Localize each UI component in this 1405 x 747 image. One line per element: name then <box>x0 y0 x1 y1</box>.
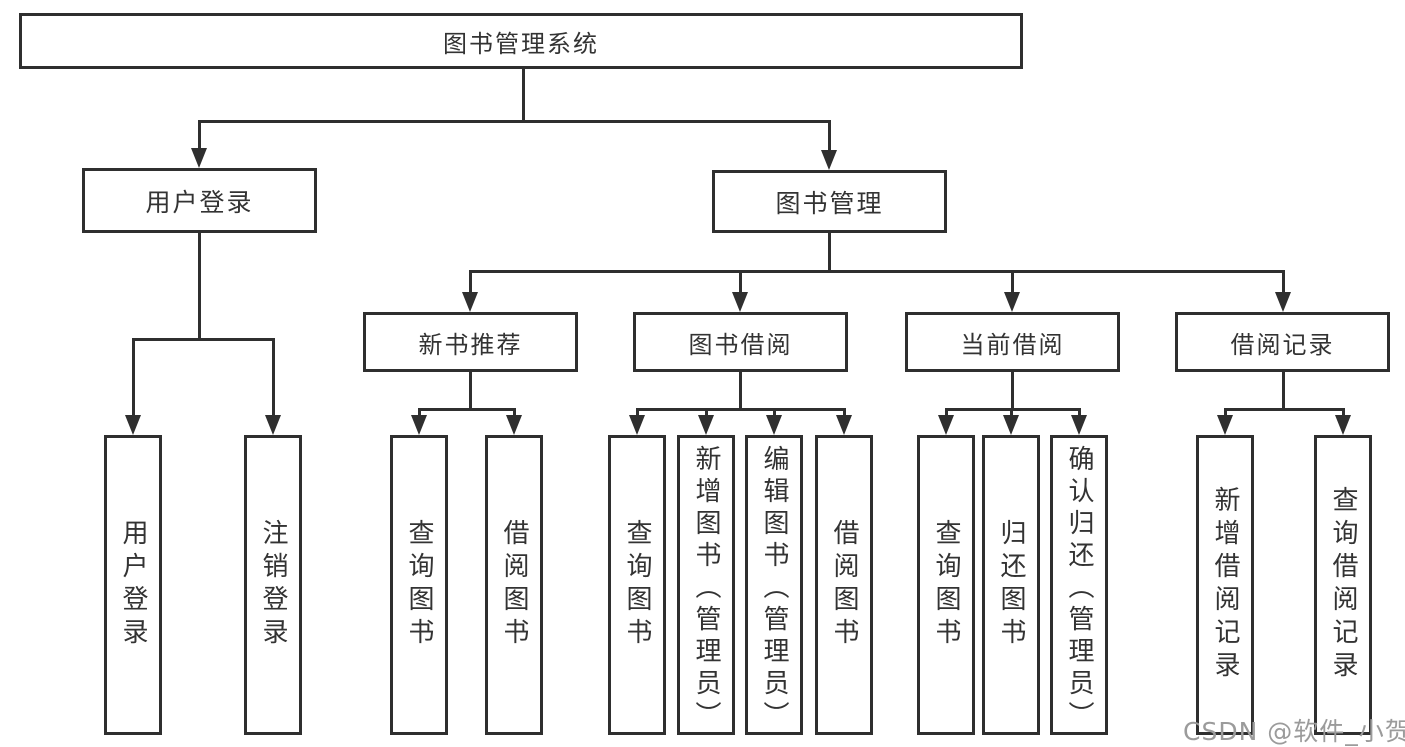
connector-line <box>513 408 516 417</box>
connector-line <box>198 120 201 150</box>
node-user-login: 用户登录 <box>82 168 317 233</box>
connector-line <box>739 372 742 410</box>
connector-line <box>1282 372 1285 410</box>
leaf-borrow-books: 借阅图书 <box>815 435 873 735</box>
leaf-query-books-current: 查询图书 <box>917 435 975 735</box>
leaf-edit-book-admin: 编辑图书（管理员） <box>745 435 803 735</box>
arrow-down <box>938 415 954 435</box>
connector-line <box>1224 408 1227 417</box>
connector-line <box>1011 372 1014 410</box>
node-book-management: 图书管理 <box>712 170 947 233</box>
leaf-logout: 注销登录 <box>244 435 302 735</box>
node-user-login-label: 用户登录 <box>145 187 254 217</box>
node-new-book-recommend-label: 新书推荐 <box>418 330 523 359</box>
arrow-down <box>1004 292 1020 312</box>
arrow-down <box>732 292 748 312</box>
arrow-down <box>411 415 427 435</box>
arrow-down <box>462 292 478 312</box>
connector-line <box>945 408 1081 411</box>
leaf-logout-label: 注销登录 <box>258 519 288 651</box>
arrow-down <box>1335 415 1351 435</box>
connector-line <box>705 408 708 417</box>
arrow-down <box>1003 415 1019 435</box>
node-current-borrow-label: 当前借阅 <box>960 330 1065 359</box>
leaf-add-book-admin-label: 新增图书（管理员） <box>691 445 721 733</box>
arrow-down <box>821 150 837 170</box>
leaf-return-book-label: 归还图书 <box>996 519 1026 651</box>
arrow-down <box>1217 415 1233 435</box>
arrow-down <box>1071 415 1087 435</box>
connector-line <box>418 408 421 417</box>
node-borrow-records-label: 借阅记录 <box>1230 330 1335 359</box>
arrow-down <box>191 148 207 168</box>
connector-line <box>828 120 831 152</box>
leaf-edit-book-admin-label: 编辑图书（管理员） <box>759 445 789 733</box>
connector-line <box>198 120 831 123</box>
connector-line <box>469 270 1285 273</box>
node-current-borrow: 当前借阅 <box>905 312 1120 372</box>
connector-line <box>1342 408 1345 417</box>
node-root-label: 图书管理系统 <box>443 29 599 58</box>
csdn-watermark: CSDN @软件_小贺同学 <box>1183 717 1405 746</box>
leaf-user-login: 用户登录 <box>104 435 162 735</box>
node-borrow-records: 借阅记录 <box>1175 312 1390 372</box>
connector-line <box>773 408 776 417</box>
connector-line <box>522 69 525 123</box>
arrow-down <box>629 415 645 435</box>
leaf-query-borrow-record-label: 查询借阅记录 <box>1328 486 1358 684</box>
arrow-down <box>506 415 522 435</box>
connector-line <box>1010 408 1013 417</box>
leaf-query-books-current-label: 查询图书 <box>931 519 961 651</box>
connector-line <box>1282 270 1285 294</box>
arrow-down <box>265 415 281 435</box>
connector-line <box>945 408 948 417</box>
connector-line <box>132 338 275 341</box>
leaf-confirm-return-admin: 确认归还（管理员） <box>1050 435 1108 735</box>
leaf-query-borrow-record: 查询借阅记录 <box>1314 435 1372 735</box>
node-book-borrow-label: 图书借阅 <box>688 330 793 359</box>
node-book-borrow: 图书借阅 <box>633 312 848 372</box>
connector-line <box>828 233 831 272</box>
connector-line <box>469 270 472 294</box>
node-root: 图书管理系统 <box>19 13 1023 69</box>
connector-line <box>1224 408 1345 411</box>
node-new-book-recommend: 新书推荐 <box>363 312 578 372</box>
leaf-user-login-label: 用户登录 <box>118 519 148 651</box>
leaf-borrow-books-label: 借阅图书 <box>829 519 859 651</box>
leaf-add-borrow-record: 新增借阅记录 <box>1196 435 1254 735</box>
connector-line <box>469 372 472 410</box>
connector-line <box>1011 270 1014 294</box>
leaf-add-book-admin: 新增图书（管理员） <box>677 435 735 735</box>
connector-line <box>636 408 639 417</box>
leaf-borrow-books-recommend-label: 借阅图书 <box>499 519 529 651</box>
connector-line <box>132 338 135 417</box>
connector-line <box>272 338 275 417</box>
connector-line <box>418 408 516 411</box>
leaf-return-book: 归还图书 <box>982 435 1040 735</box>
leaf-query-books-borrow-label: 查询图书 <box>622 519 652 651</box>
leaf-add-borrow-record-label: 新增借阅记录 <box>1210 486 1240 684</box>
connector-line <box>739 270 742 294</box>
arrow-down <box>698 415 714 435</box>
leaf-confirm-return-admin-label: 确认归还（管理员） <box>1064 445 1094 733</box>
arrow-down <box>125 415 141 435</box>
connector-line <box>636 408 846 411</box>
connector-line <box>198 233 201 340</box>
leaf-query-books-recommend: 查询图书 <box>390 435 448 735</box>
connector-line <box>843 408 846 417</box>
connector-line <box>1078 408 1081 417</box>
leaf-query-books-recommend-label: 查询图书 <box>404 519 434 651</box>
leaf-query-books-borrow: 查询图书 <box>608 435 666 735</box>
arrow-down <box>1275 292 1291 312</box>
arrow-down <box>766 415 782 435</box>
arrow-down <box>836 415 852 435</box>
leaf-borrow-books-recommend: 借阅图书 <box>485 435 543 735</box>
node-book-management-label: 图书管理 <box>775 188 884 218</box>
